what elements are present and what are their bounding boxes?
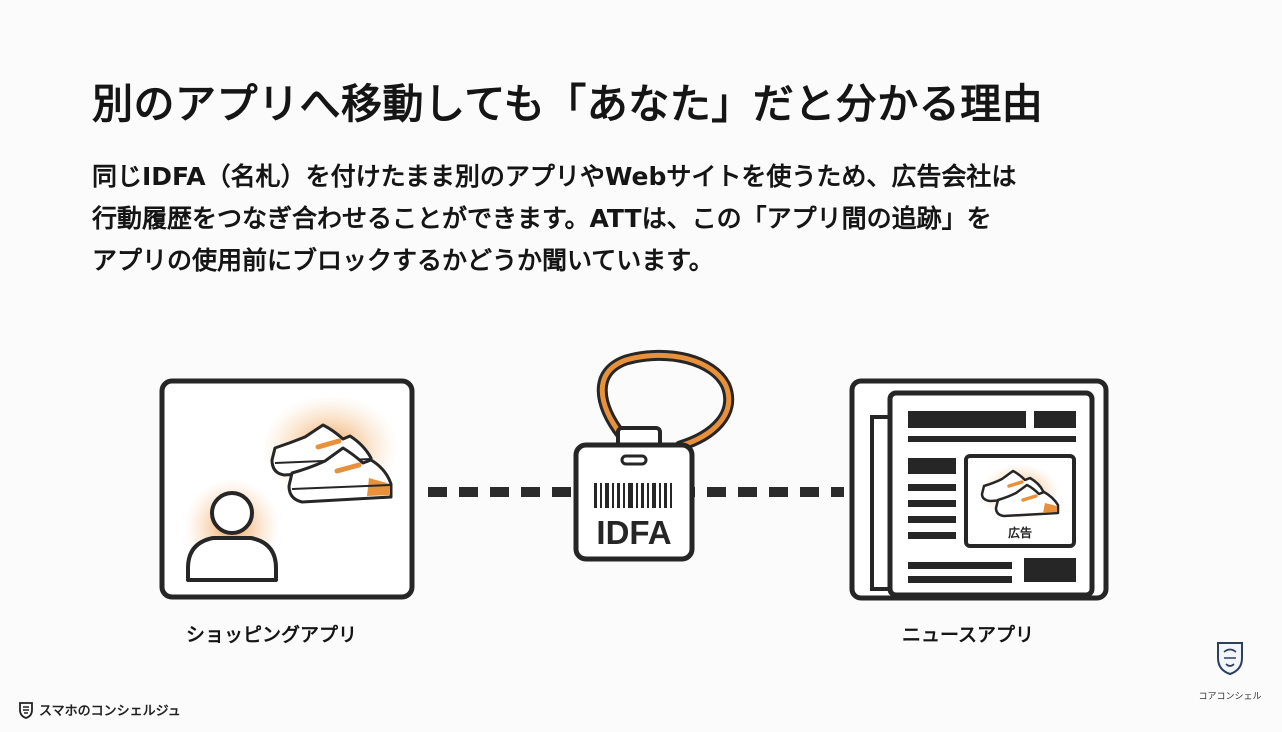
id-badge-icon: IDFA xyxy=(573,349,735,562)
body-line: 同じIDFA（名札）を付けたまま別のアプリやWebサイトを使うため、広告会社は xyxy=(92,162,1017,191)
footer-brand-label: スマホのコンシェルジュ xyxy=(39,704,181,719)
badge-text: IDFA xyxy=(596,514,671,551)
news-app-label: ニュースアプリ xyxy=(902,624,1035,646)
sneakers-icon xyxy=(270,423,393,504)
shopping-app-label: ショッピングアプリ xyxy=(186,624,358,646)
newspaper-icon xyxy=(849,378,1109,601)
corner-badge-label: コアコンシェル xyxy=(1198,692,1262,702)
slide-title: 別のアプリへ移動しても「あなた」だと分かる理由 xyxy=(92,80,1044,128)
ad-sneakers-icon xyxy=(980,469,1060,518)
person-icon xyxy=(186,491,278,582)
body-line: アプリの使用前にブロックするかどうか聞いています。 xyxy=(92,246,714,275)
footer-brand: スマホのコンシェルジュ xyxy=(18,700,181,719)
crest-icon xyxy=(1217,642,1243,676)
slide-body: 同じIDFA（名札）を付けたまま別のアプリやWebサイトを使うため、広告会社は … xyxy=(92,156,1016,282)
corner-badge: コアコンシェル xyxy=(1198,640,1262,702)
body-line: 行動履歴をつなぎ合わせることができます。ATTは、この「アプリ間の追跡」を xyxy=(92,204,992,233)
barcode-icon xyxy=(594,483,672,508)
ad-label: 広告 xyxy=(1008,525,1032,540)
shield-logo-icon xyxy=(19,701,33,719)
